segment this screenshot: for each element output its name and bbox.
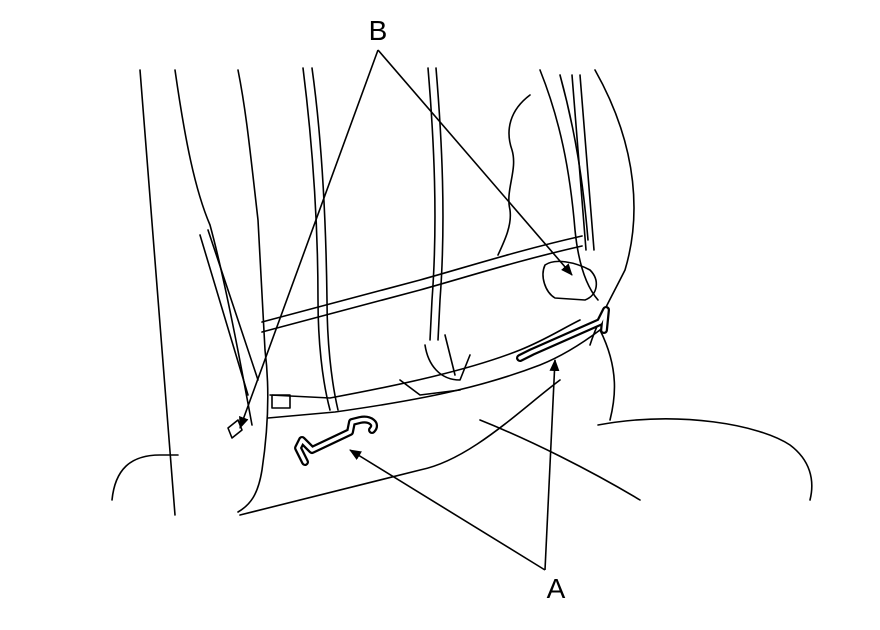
rod-right-2 xyxy=(435,67,444,341)
right-wire xyxy=(497,94,531,256)
right-cushion xyxy=(599,329,616,421)
right-trim-strip xyxy=(571,74,595,251)
bracket xyxy=(271,394,291,409)
seat-base xyxy=(239,379,561,516)
left-frame-edge xyxy=(199,229,259,396)
clip-b-left xyxy=(227,419,243,439)
seat-cushion-right xyxy=(597,418,813,501)
lower-frame-2 xyxy=(267,329,601,419)
leader-a-right xyxy=(544,359,560,571)
left-trim-panel xyxy=(237,69,269,513)
left-cushion xyxy=(111,454,179,501)
hook-a-right-inner xyxy=(518,308,608,360)
cross-rod-2 xyxy=(261,245,583,333)
right-latch xyxy=(542,260,598,301)
cross-rod xyxy=(261,235,583,323)
seat-base-2 xyxy=(479,419,641,501)
left-side-frame-inner xyxy=(174,69,253,426)
hook-a-left-inner xyxy=(296,417,376,464)
left-side-frame xyxy=(139,69,176,516)
right-side-frame-outer xyxy=(589,69,635,346)
center-mechanism xyxy=(399,334,471,396)
rod-left-2 xyxy=(311,67,339,411)
leader-b-left xyxy=(239,49,379,429)
right-side-frame xyxy=(539,69,599,301)
callout-b: B xyxy=(369,15,388,46)
leader-a-left xyxy=(349,449,546,571)
rod-left xyxy=(302,67,331,411)
lower-frame xyxy=(269,319,581,399)
leader-b-right xyxy=(377,49,573,276)
rod-right xyxy=(427,67,436,341)
hook-a-left xyxy=(294,415,378,466)
callout-a: A xyxy=(547,573,566,604)
